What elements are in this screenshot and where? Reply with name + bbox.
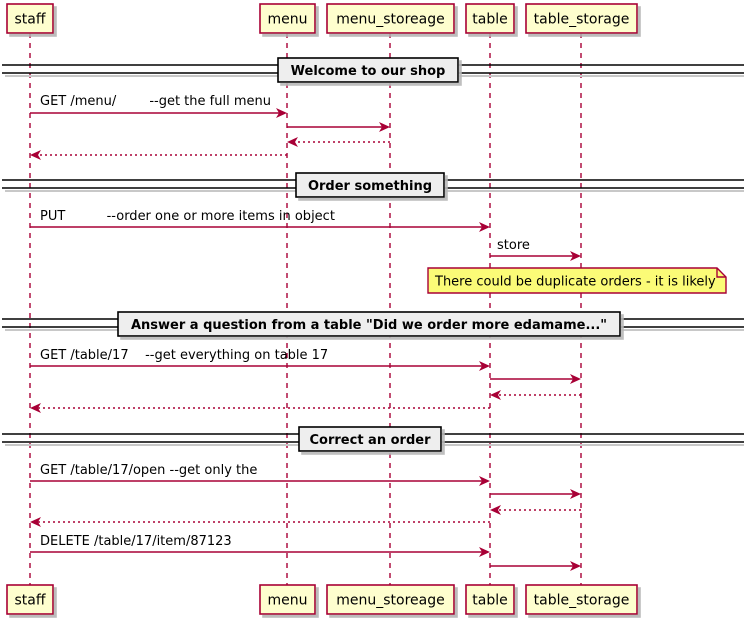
- message-arrowhead: [570, 374, 581, 384]
- participant-label: staff: [14, 12, 45, 28]
- message-arrowhead: [287, 137, 298, 147]
- message-m6: store: [490, 238, 581, 261]
- message-label: GET /table/17 --get everything on table …: [40, 348, 328, 363]
- participant-label: table_storage: [534, 593, 630, 609]
- participant-menu_storeage-bottom[interactable]: menu_storeage: [326, 584, 455, 615]
- participant-menu-bottom[interactable]: menu: [259, 584, 316, 615]
- message-m5: PUT --order one or more items in object: [30, 209, 490, 232]
- message-arrowhead: [570, 561, 581, 571]
- participant-staff-top[interactable]: staff: [6, 3, 54, 34]
- message-m11: GET /table/17/open --get only the: [30, 463, 490, 486]
- message-arrowhead: [479, 547, 490, 557]
- divider-label: Answer a question from a table "Did we o…: [131, 318, 607, 333]
- message-m15: DELETE /table/17/item/87123: [30, 534, 490, 557]
- message-arrowhead: [570, 489, 581, 499]
- message-arrowhead: [490, 390, 501, 400]
- divider-label-box: [277, 57, 459, 83]
- participant-box: [465, 3, 515, 34]
- participant-box: [6, 584, 54, 615]
- message-label: DELETE /table/17/item/87123: [40, 534, 232, 549]
- participant-box: [6, 3, 54, 34]
- message-arrowhead: [30, 150, 41, 160]
- participant-table_storage-top[interactable]: table_storage: [525, 3, 638, 34]
- message-m12: [490, 489, 581, 499]
- message-m10: [30, 403, 490, 413]
- divider-label-box: [298, 426, 442, 452]
- note-duplicate-orders: There could be duplicate orders - it is …: [427, 267, 727, 294]
- message-label: GET /menu/ --get the full menu: [40, 94, 271, 109]
- participant-box: [326, 3, 455, 34]
- participant-label: table: [472, 593, 507, 609]
- message-arrowhead: [30, 517, 41, 527]
- divider-label: Correct an order: [310, 433, 432, 448]
- participant-menu-top[interactable]: menu: [259, 3, 316, 34]
- message-arrowhead: [479, 361, 490, 371]
- message-arrowhead: [479, 222, 490, 232]
- participant-label: staff: [14, 593, 45, 609]
- participant-table-bottom[interactable]: table: [465, 584, 515, 615]
- participant-label: menu: [268, 12, 308, 28]
- message-arrowhead: [30, 403, 41, 413]
- message-m3: [287, 137, 390, 147]
- participant-label: table_storage: [534, 12, 630, 28]
- participant-label: menu: [268, 593, 308, 609]
- message-arrowhead: [276, 108, 287, 118]
- participant-box: [259, 584, 316, 615]
- participant-label: menu_storeage: [336, 12, 445, 28]
- message-label: GET /table/17/open --get only the: [40, 463, 257, 478]
- message-m4: [30, 150, 287, 160]
- message-m14: [30, 517, 490, 527]
- divider-welcome: Welcome to our shop: [2, 57, 744, 83]
- participant-table_storage-bottom[interactable]: table_storage: [525, 584, 638, 615]
- message-m7: GET /table/17 --get everything on table …: [30, 348, 490, 371]
- note-fold-corner: [716, 268, 726, 278]
- participant-staff-bottom[interactable]: staff: [6, 584, 54, 615]
- participant-menu_storeage-top[interactable]: menu_storeage: [326, 3, 455, 34]
- message-m1: GET /menu/ --get the full menu: [30, 94, 287, 118]
- message-m8: [490, 374, 581, 384]
- divider-order: Order something: [2, 172, 744, 198]
- lifelines-layer: [29, 33, 582, 585]
- message-arrowhead: [479, 476, 490, 486]
- divider-correct: Correct an order: [2, 426, 744, 452]
- participant-label: menu_storeage: [336, 593, 445, 609]
- divider-label-box: [295, 172, 445, 198]
- note-body: [427, 267, 727, 294]
- message-arrowhead: [379, 122, 390, 132]
- note-label: There could be duplicate orders - it is …: [434, 275, 716, 290]
- divider-label-box: [117, 311, 621, 337]
- message-label: store: [497, 238, 530, 253]
- message-m2: [287, 122, 390, 132]
- participant-box: [465, 584, 515, 615]
- message-m16: [490, 561, 581, 571]
- message-arrowhead: [490, 505, 501, 515]
- participant-box: [525, 3, 638, 34]
- message-m13: [490, 505, 581, 515]
- participant-box: [326, 584, 455, 615]
- participant-box: [525, 584, 638, 615]
- divider-question: Answer a question from a table "Did we o…: [2, 311, 744, 337]
- message-label: PUT --order one or more items in object: [40, 209, 335, 224]
- divider-label: Welcome to our shop: [291, 64, 446, 79]
- participant-box: [259, 3, 316, 34]
- message-m9: [490, 390, 581, 400]
- notes-layer: There could be duplicate orders - it is …: [427, 267, 727, 294]
- divider-label: Order something: [308, 179, 432, 194]
- message-arrowhead: [570, 251, 581, 261]
- participant-label: table: [472, 12, 507, 28]
- participants-layer: staff staff menu menu menu_storeage menu_stor…: [6, 3, 638, 615]
- participant-table-top[interactable]: table: [465, 3, 515, 34]
